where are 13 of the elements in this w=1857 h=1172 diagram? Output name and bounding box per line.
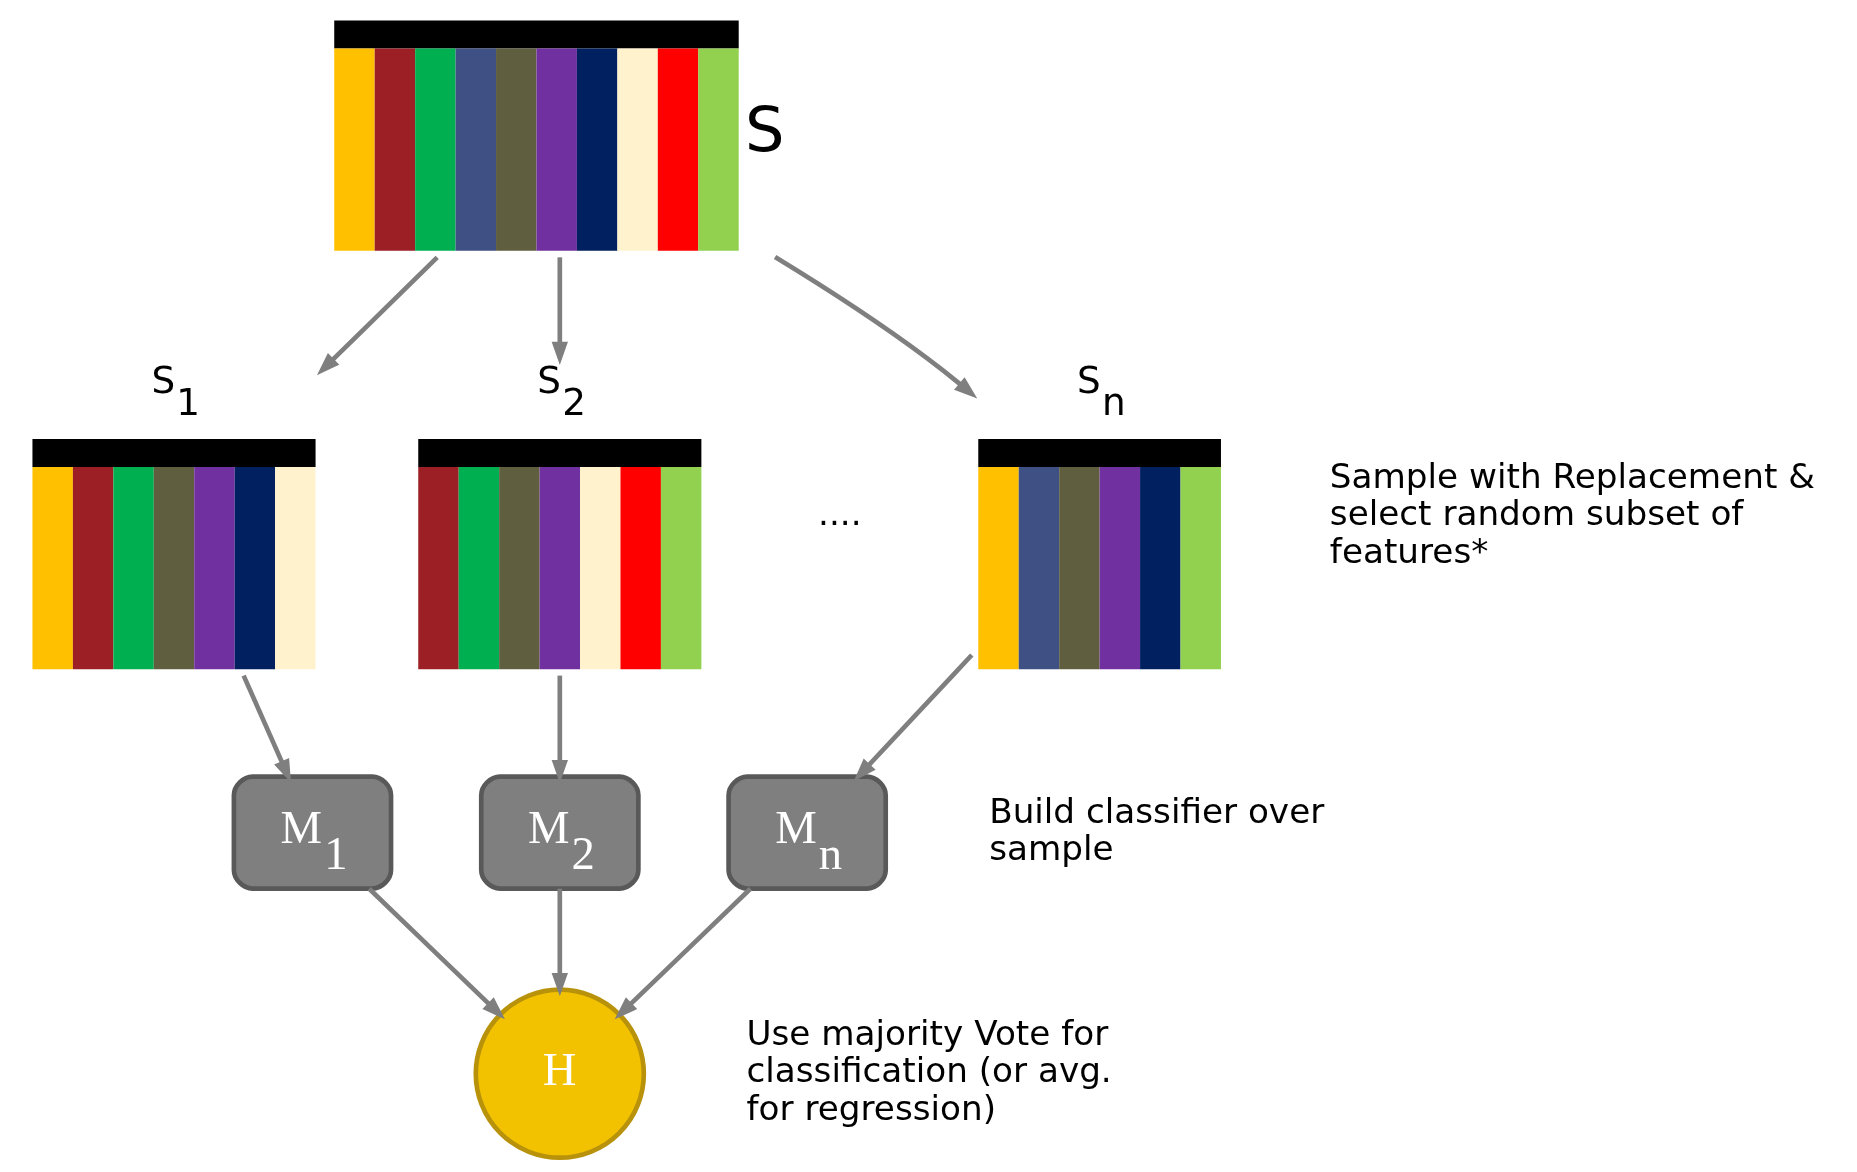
label: Build classifier over sample bbox=[989, 790, 1325, 868]
arrow bbox=[551, 257, 568, 366]
label: Use majority Vote for classification (or avg. for regression) bbox=[746, 1013, 1112, 1128]
node-circle: H bbox=[473, 987, 647, 1161]
arrow bbox=[551, 888, 568, 997]
arrow bbox=[614, 887, 753, 1020]
arrow bbox=[773, 255, 978, 399]
label: .... bbox=[818, 493, 862, 534]
arrow bbox=[853, 653, 974, 782]
arrow bbox=[367, 887, 505, 1020]
node-label: S bbox=[744, 93, 785, 167]
label: Sample with Replacement & select random subset of features* bbox=[1329, 456, 1815, 571]
arrow bbox=[316, 255, 439, 376]
